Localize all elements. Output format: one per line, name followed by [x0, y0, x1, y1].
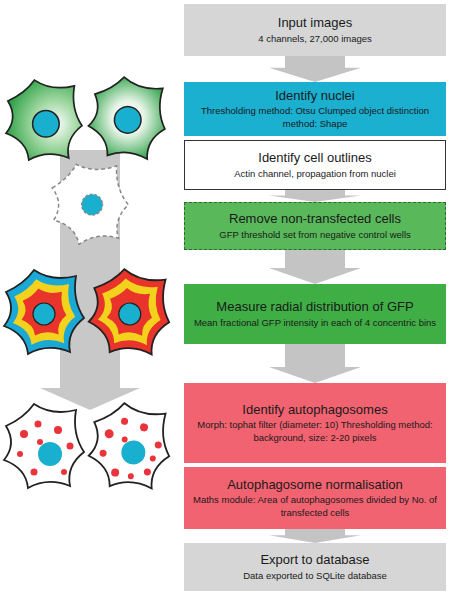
- autophagosome-cell: [86, 400, 174, 492]
- process-box: Identify autophagosomesMorph: tophat fil…: [184, 383, 446, 463]
- input-box: Input images 4 channels, 27,000 images: [184, 4, 446, 56]
- output-box: Export to databaseData exported to SQLit…: [184, 543, 446, 591]
- removed-cell: [48, 159, 132, 246]
- radial-bin-cell: [4, 270, 84, 354]
- filter-box: Remove non-transfected cellsGFP threshol…: [184, 202, 446, 250]
- gfp-cell: [85, 73, 171, 163]
- flow-arrow: [269, 344, 361, 383]
- gfp-cell: [6, 80, 82, 160]
- process-box: Identify cell outlinesActin channel, pro…: [184, 140, 446, 190]
- autophagosome-cell: [4, 404, 84, 488]
- step-title: Remove non-transfected cells: [229, 211, 401, 227]
- step-title: Autophagosome normalisation: [227, 477, 403, 493]
- step-detail: Morph: tophat filter (diameter: 10) Thre…: [192, 419, 438, 444]
- step-detail: Mean fractional GFP intensity in each of…: [194, 317, 436, 329]
- flow-arrow: [269, 190, 361, 202]
- flow-arrow: [269, 250, 361, 284]
- step-title: Identify nuclei: [275, 88, 355, 104]
- step-title: Input images: [278, 15, 352, 31]
- step-detail: 4 channels, 27,000 images: [258, 33, 372, 45]
- step-title: Identify cell outlines: [258, 150, 371, 166]
- process-box: Autophagosome normalisationMaths module:…: [184, 467, 446, 529]
- flow-arrow: [269, 56, 361, 82]
- step-title: Measure radial distribution of GFP: [216, 299, 413, 315]
- step-detail: Maths module: Area of autophagosomes div…: [192, 494, 438, 519]
- radial-bin-cell: [86, 266, 174, 358]
- step-title: Export to database: [260, 552, 369, 568]
- step-detail: Thresholding method: Otsu Clumped object…: [192, 105, 438, 130]
- step-detail: Actin channel, propagation from nuclei: [234, 168, 396, 180]
- step-detail: GFP threshold set from negative control …: [219, 229, 411, 241]
- step-title: Identify autophagosomes: [242, 402, 387, 418]
- process-box: Measure radial distribution of GFP Mean f…: [184, 284, 446, 344]
- process-box: Identify nucleiThresholding method: Otsu…: [184, 82, 446, 136]
- step-detail: Data exported to SQLite database: [243, 570, 387, 582]
- flow-arrow: [269, 529, 361, 543]
